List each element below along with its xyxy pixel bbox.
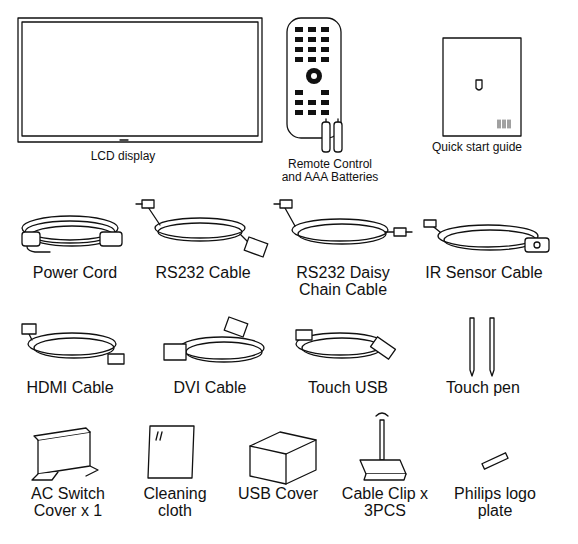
part-name: Power Cord (10, 265, 140, 282)
part-name: Remote Control and AAA Batteries (280, 158, 380, 183)
dvi-cable (164, 317, 264, 362)
part-name: AC Switch Cover x 1 (16, 486, 120, 520)
rs232-cable (136, 200, 268, 257)
part-name: RS232 Cable (138, 265, 268, 282)
cleaning-cloth (148, 426, 194, 478)
ir-sensor-cable (424, 220, 549, 252)
part-name: Cable Clip x 3PCS (341, 486, 429, 520)
cable-clip (360, 413, 406, 480)
part-name: RS232 Daisy Chain Cable (287, 265, 399, 299)
part-name: Touch pen (418, 380, 548, 397)
part-name: DVI Cable (145, 380, 275, 397)
hdmi-cable (22, 324, 124, 364)
part-name: Touch USB (283, 380, 413, 397)
part-name: Quick start guide (417, 141, 537, 154)
quick-start-guide (443, 38, 521, 136)
touch-pen (470, 318, 494, 376)
touch-usb-cable (296, 330, 395, 359)
usb-cover (250, 432, 316, 484)
ac-switch-cover (32, 428, 98, 480)
power-cord (22, 216, 122, 252)
part-name: Cleaning cloth (135, 486, 215, 520)
part-name: Philips logo plate (443, 486, 547, 520)
aaa-batteries (322, 119, 342, 152)
part-name: LCD display (63, 150, 183, 163)
remote-control (287, 18, 341, 138)
part-name: USB Cover (218, 486, 338, 503)
lcd-display (18, 18, 262, 142)
part-name: HDMI Cable (5, 380, 135, 397)
philips-logo-plate (482, 453, 508, 469)
part-name: IR Sensor Cable (414, 265, 554, 282)
rs232-daisy-chain-cable (274, 200, 412, 244)
